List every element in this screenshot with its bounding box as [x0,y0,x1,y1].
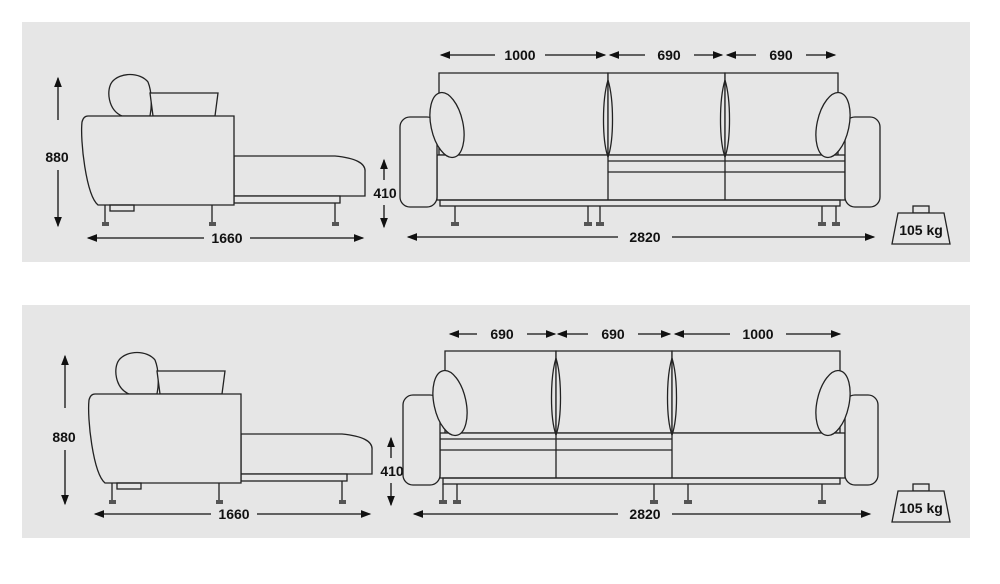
section-width-label: 690 [601,326,625,342]
height-label: 880 [52,429,76,445]
side-view: 880 1660 410 [45,73,397,246]
total-width-label: 2820 [629,229,660,245]
weight-icon: 105 kg [891,483,951,523]
section-width-label: 690 [769,47,793,63]
front-view: 690 690 1000 2820 [402,326,879,522]
seat-height-label: 410 [380,463,404,479]
weight-icon: 105 kg [891,205,951,245]
front-view: 1000 690 690 2820 [399,47,881,245]
panel-1: 880 1660 410 1000 [22,22,970,262]
total-width-label: 2820 [629,506,660,522]
section-width-label: 690 [657,47,681,63]
height-label: 880 [45,149,69,165]
weight-label: 105 kg [899,222,943,238]
depth-label: 1660 [211,230,242,246]
section-width-label: 690 [490,326,514,342]
seat-height-label: 410 [373,185,397,201]
depth-label: 1660 [218,506,249,522]
side-view: 880 1660 410 [52,351,404,522]
section-width-label: 1000 [742,326,773,342]
weight-label: 105 kg [899,500,943,516]
panel-2: 880 1660 410 690 [22,305,970,538]
section-width-label: 1000 [504,47,535,63]
